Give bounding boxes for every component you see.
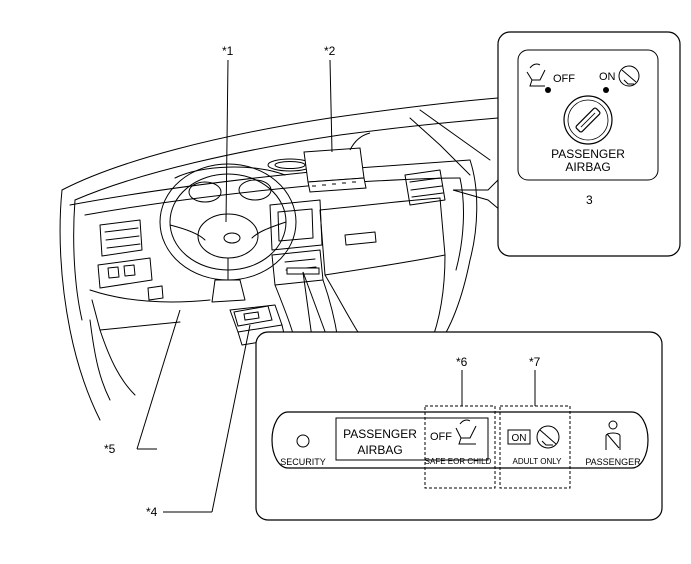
child-seat-icon (455, 419, 477, 445)
airbag-sensor-module (303, 132, 371, 193)
callout-3-label: 3 (586, 193, 593, 207)
callout-7-label: *7 (529, 355, 541, 369)
callout-6-label: *6 (456, 355, 468, 369)
seatbelt-icon (605, 420, 621, 450)
switch-title-line2: AIRBAG (565, 160, 610, 174)
callout-5-label: *5 (104, 442, 116, 456)
floor-sensor (233, 305, 273, 327)
indicator-on-caption: ADULT ONLY (513, 457, 563, 466)
switch-off-label: OFF (553, 73, 575, 85)
switch-detail-panel: OFF ON PASSENGER AIRBAG 3 (497, 31, 681, 257)
indicator-airbag-line2: AIRBAG (357, 443, 402, 457)
no-child-seat-icon (536, 425, 560, 449)
passenger-label: PASSENGER (585, 457, 641, 467)
key-slot-icon (563, 95, 613, 145)
indicator-off-caption: SAFE EOR CHILD (425, 457, 492, 466)
child-seat-icon (526, 63, 546, 87)
callout-1-label: *1 (222, 44, 234, 58)
callout-2-label: *2 (324, 44, 336, 58)
on-indicator-highlight (499, 405, 571, 489)
indicator-on-label: ON (512, 433, 527, 444)
security-led-icon (296, 434, 310, 448)
off-indicator-highlight (424, 405, 496, 489)
callout-4-label: *4 (146, 505, 158, 519)
switch-on-label: ON (599, 71, 616, 83)
switch-title-line1: PASSENGER (551, 147, 625, 161)
on-indicator-dot (603, 87, 609, 93)
indicator-off-label: OFF (430, 431, 452, 443)
off-indicator-dot (545, 87, 551, 93)
indicator-airbag-line1: PASSENGER (343, 427, 417, 441)
no-child-seat-icon (618, 65, 640, 87)
indicator-detail-panel: *6 *7 SECURITY PASSENGER AIRBAG OFF SAFE… (255, 331, 663, 521)
security-label: SECURITY (280, 457, 326, 467)
airbag-status-box (335, 417, 489, 461)
knee-airbag-bracket (147, 285, 164, 301)
on-badge (507, 429, 531, 445)
